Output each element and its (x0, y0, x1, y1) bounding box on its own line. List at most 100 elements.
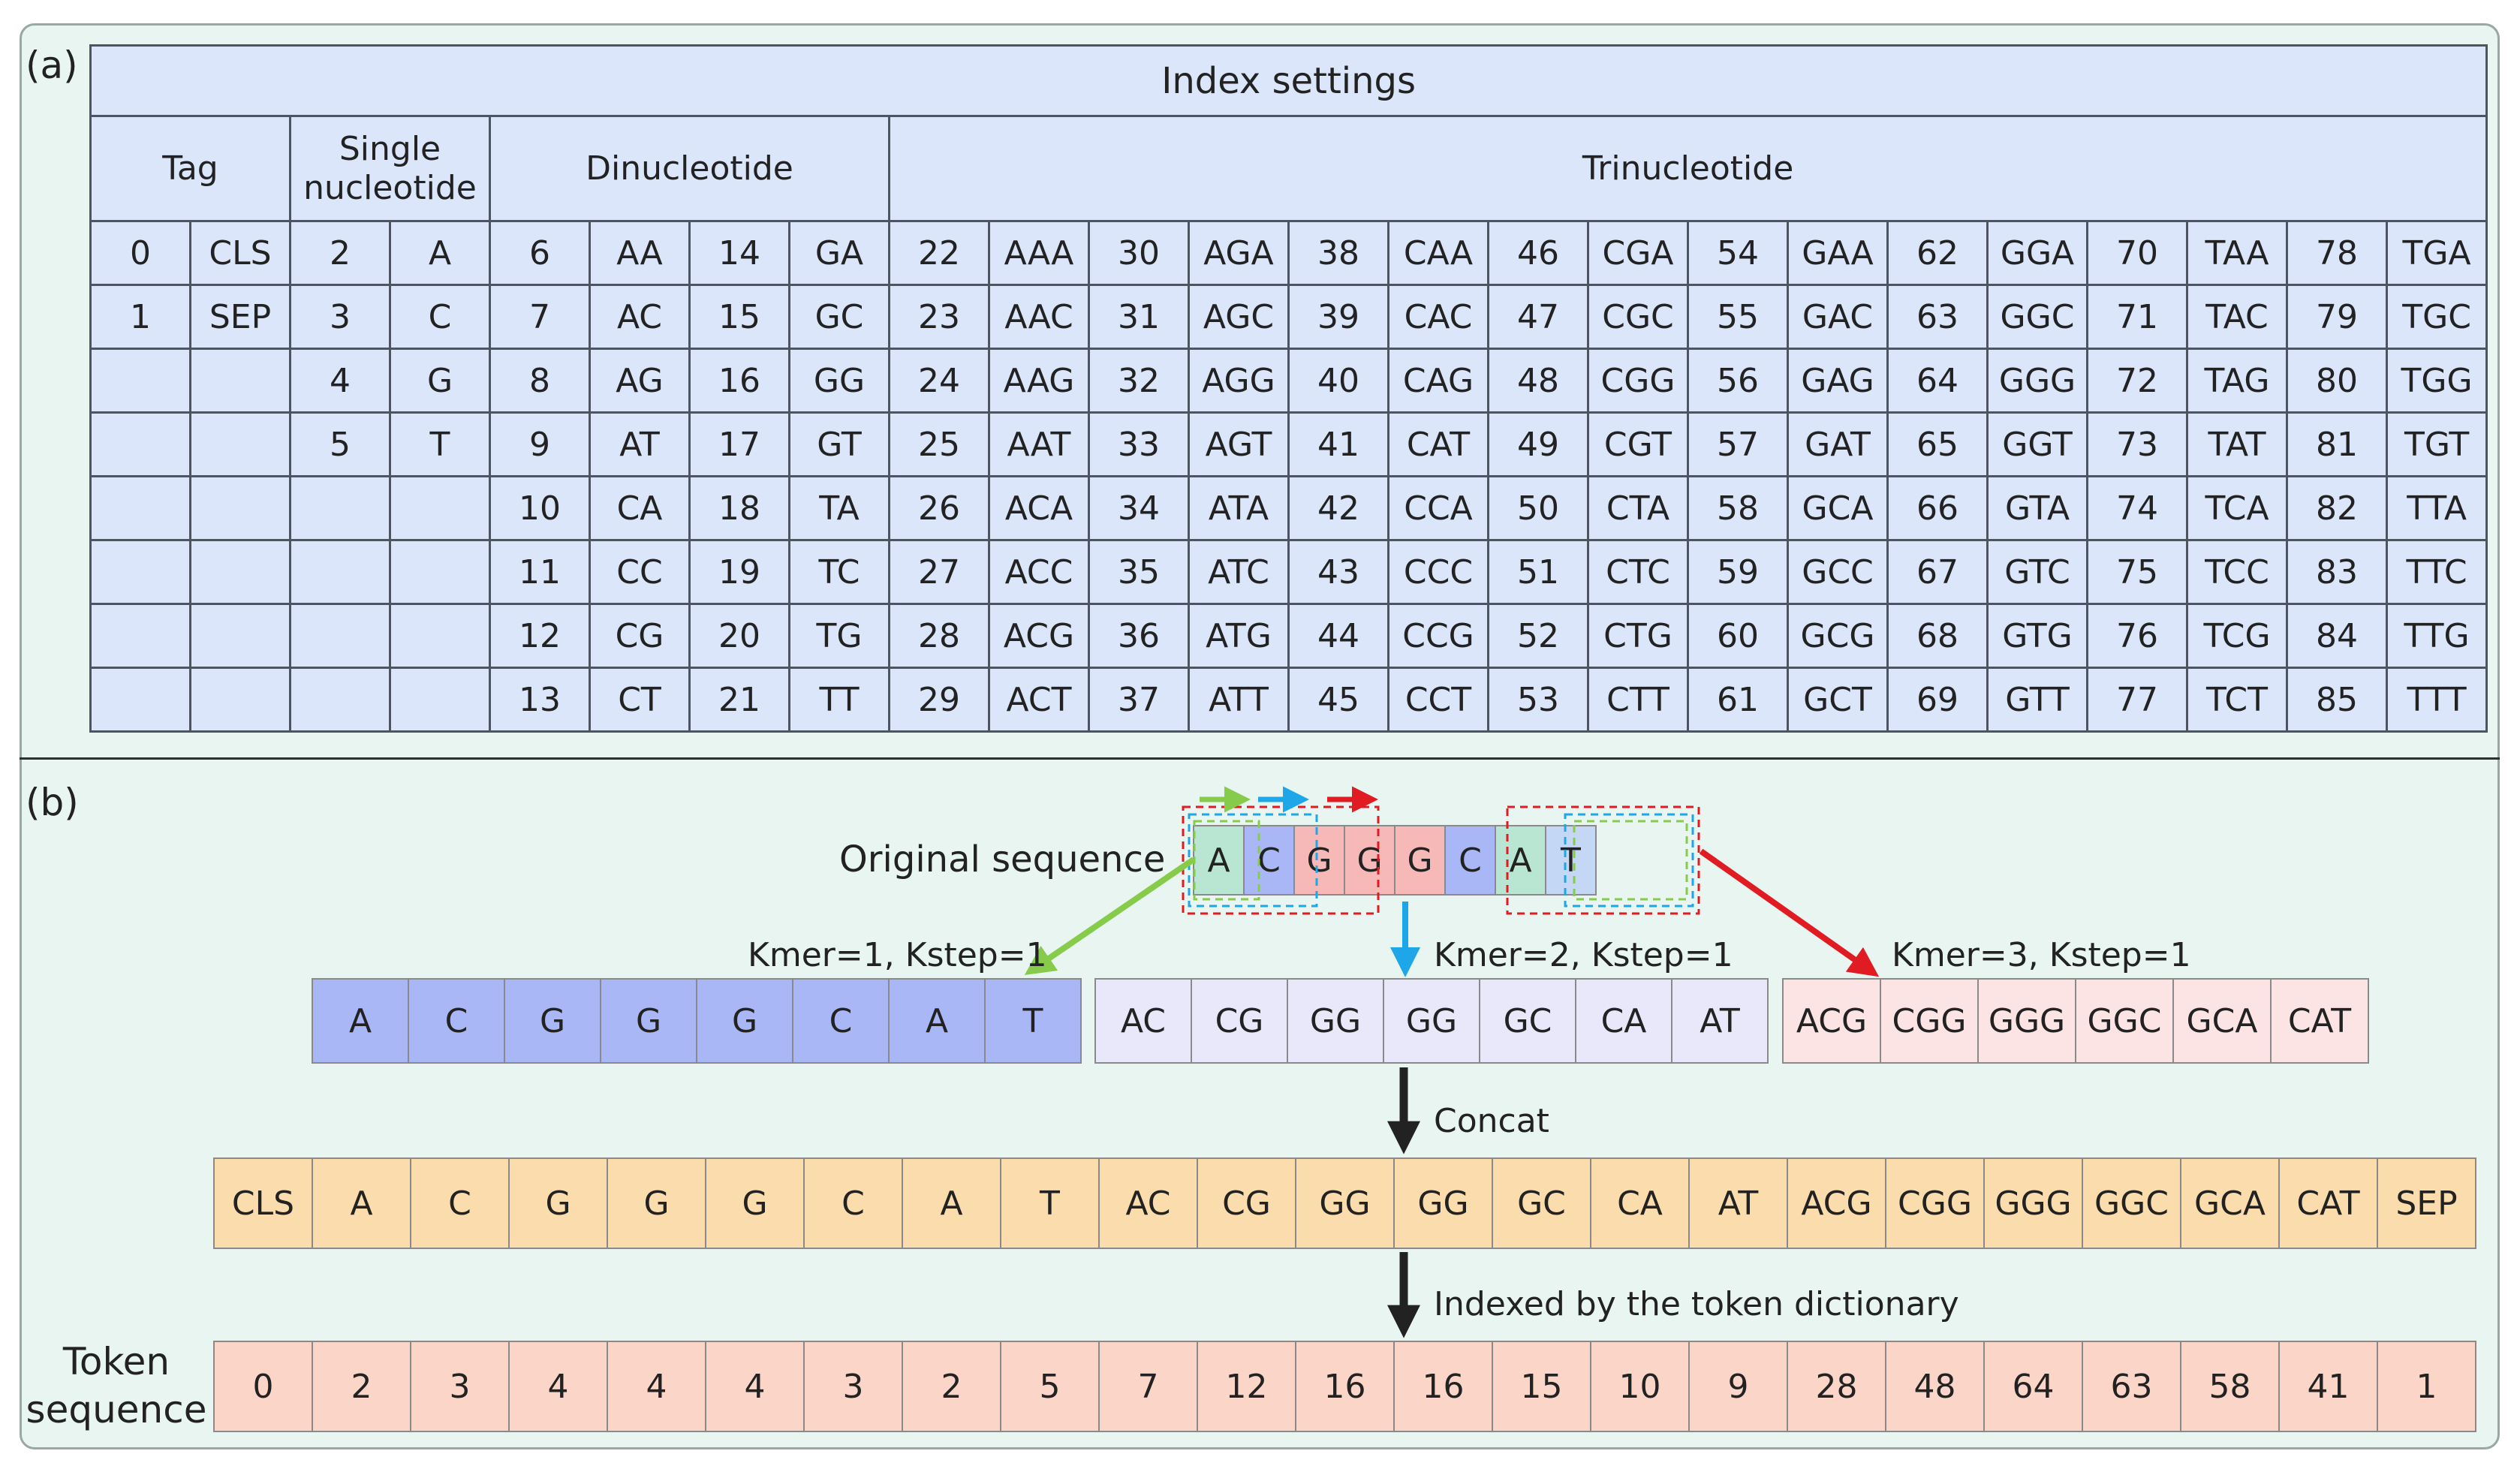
table-cell: 51 (1487, 539, 1589, 605)
concat-token: G (607, 1157, 706, 1249)
table-cell: 4 (289, 348, 391, 414)
concat-token: T (1000, 1157, 1100, 1249)
table-cell: AGG (1188, 348, 1290, 414)
table-cell: 14 (688, 220, 790, 286)
table-cell: GT (788, 411, 890, 477)
table-cell: 43 (1287, 539, 1389, 605)
table-cell: 45 (1287, 667, 1389, 733)
table-cell: CTA (1587, 475, 1689, 541)
table-cell: 61 (1687, 667, 1789, 733)
original-base: A (1509, 841, 1531, 880)
concat-token: SEP (2377, 1157, 2476, 1249)
index-token: 9 (1688, 1341, 1788, 1432)
index-token: 4 (705, 1341, 805, 1432)
table-cell: SEP (189, 284, 291, 350)
table-cell: 32 (1088, 348, 1190, 414)
table-cell: T (389, 411, 491, 477)
table-cell: G (389, 348, 491, 414)
table-cell: A (389, 220, 491, 286)
table-cell: 77 (2086, 667, 2188, 733)
table-cell: TCC (2186, 539, 2288, 605)
table-cell: 58 (1687, 475, 1789, 541)
table-cell: 84 (2286, 603, 2388, 669)
table-cell: TCT (2186, 667, 2288, 733)
table-cell: AGC (1188, 284, 1290, 350)
table-cell (289, 475, 391, 541)
table-cell: 15 (688, 284, 790, 350)
kmer2-token: CA (1575, 978, 1672, 1064)
table-cell: CGT (1587, 411, 1689, 477)
kmer1-window-right (1573, 820, 1688, 901)
concat-token: CGG (1885, 1157, 1985, 1249)
panel-divider (20, 757, 2500, 760)
table-cell: GA (788, 220, 890, 286)
kmer2-token: AC (1094, 978, 1192, 1064)
indexed-label: Indexed by the token dictionary (1434, 1285, 1959, 1323)
table-cell: 78 (2286, 220, 2388, 286)
table-title: Index settings (89, 44, 2488, 117)
table-cell: 28 (888, 603, 990, 669)
table-cell: 50 (1487, 475, 1589, 541)
table-cell: GTT (1986, 667, 2088, 733)
kmer1-token: A (888, 978, 986, 1064)
table-cell: 2 (289, 220, 391, 286)
kmer3-token: CGG (1880, 978, 1979, 1064)
table-cell: GCT (1787, 667, 1889, 733)
table-cell: 33 (1088, 411, 1190, 477)
table-cell: GCC (1787, 539, 1889, 605)
index-token: 3 (803, 1341, 903, 1432)
table-cell: AAT (988, 411, 1090, 477)
concat-label: Concat (1434, 1102, 1549, 1140)
kmer2-token: AT (1671, 978, 1769, 1064)
table-cell (289, 539, 391, 605)
table-cell: TG (788, 603, 890, 669)
table-cell: C (389, 284, 491, 350)
original-base-cell (1444, 825, 1496, 896)
table-cell: GTA (1986, 475, 2088, 541)
table-cell (189, 475, 291, 541)
table-cell: 18 (688, 475, 790, 541)
index-token: 4 (508, 1341, 608, 1432)
table-cell: AA (589, 220, 691, 286)
table-cell: CCG (1387, 603, 1489, 669)
index-token: 2 (312, 1341, 411, 1432)
table-cell: 13 (489, 667, 591, 733)
table-cell: GC (788, 284, 890, 350)
original-base-cell (1545, 825, 1597, 896)
table-cell: GTC (1986, 539, 2088, 605)
table-cell: 23 (888, 284, 990, 350)
table-cell: CT (589, 667, 691, 733)
table-cell: ATT (1188, 667, 1290, 733)
table-cell: 85 (2286, 667, 2388, 733)
table-cell: 39 (1287, 284, 1389, 350)
table-cell: TGG (2385, 348, 2488, 414)
kmer3-window-left (1182, 805, 1380, 915)
table-cell: TT (788, 667, 890, 733)
table-cell: 47 (1487, 284, 1589, 350)
table-cell: 44 (1287, 603, 1389, 669)
table-cell: GAC (1787, 284, 1889, 350)
table-cell: GCA (1787, 475, 1889, 541)
table-cell: GAA (1787, 220, 1889, 286)
kmer2-label: Kmer=2, Kstep=1 (1434, 936, 1733, 974)
concat-token: A (312, 1157, 411, 1249)
table-cell: GGG (1986, 348, 2088, 414)
index-token: 4 (607, 1341, 706, 1432)
table-cell: 70 (2086, 220, 2188, 286)
table-cell: 76 (2086, 603, 2188, 669)
kmer2-token: CG (1191, 978, 1288, 1064)
table-cell: GGT (1986, 411, 2088, 477)
table-cell: 10 (489, 475, 591, 541)
table-cell: 81 (2286, 411, 2388, 477)
table-cell: 7 (489, 284, 591, 350)
kmer1-token: A (312, 978, 409, 1064)
table-cell: 36 (1088, 603, 1190, 669)
group-header-single-nucleotide: Single nucleotide (289, 115, 491, 222)
concat-token: GGG (1983, 1157, 2083, 1249)
table-cell (189, 411, 291, 477)
concat-token: GG (1393, 1157, 1493, 1249)
table-cell (289, 667, 391, 733)
table-cell: ATG (1188, 603, 1290, 669)
